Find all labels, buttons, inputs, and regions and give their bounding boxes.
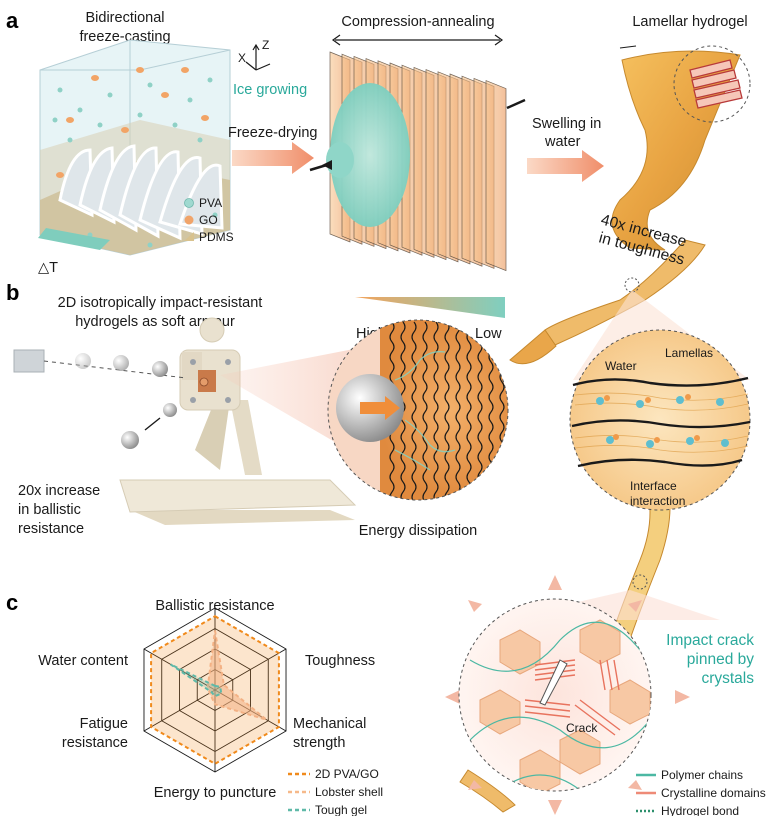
ballistic-line3: resistance bbox=[18, 521, 84, 537]
legend-bond-label: Hydrogel bond bbox=[661, 804, 739, 816]
ice-growing-label: Ice growing bbox=[233, 82, 307, 98]
radar-axis-label: Mechanical bbox=[293, 716, 366, 732]
energy-dissipation-zoom bbox=[220, 319, 509, 501]
axes-icon bbox=[245, 43, 271, 71]
interface-label-line1: Interface bbox=[630, 479, 677, 493]
high-low-gradient-bar bbox=[355, 297, 505, 318]
radar-axis-label-line2: resistance bbox=[62, 735, 128, 751]
impact-line1: Impact crack bbox=[666, 632, 754, 649]
armour-title-line1: 2D isotropically impact-resistant bbox=[58, 295, 263, 311]
lamellas-label: Lamellas bbox=[665, 346, 713, 360]
legend-toughgel-label: Tough gel bbox=[315, 803, 367, 816]
legend-polymer-label: Polymer chains bbox=[661, 768, 743, 782]
mannequin bbox=[119, 317, 357, 525]
swelling-label-line1: Swelling in bbox=[532, 116, 601, 132]
axis-z-label: Z bbox=[262, 38, 269, 52]
crack-label: Crack bbox=[566, 721, 598, 735]
water-label: Water bbox=[605, 359, 637, 373]
energy-dissipation-label: Energy dissipation bbox=[359, 523, 478, 539]
panel-label-b: b bbox=[6, 280, 19, 305]
arrow-down-icon bbox=[548, 800, 562, 815]
arrow-right-icon bbox=[675, 690, 690, 704]
radar-axis-label-line2: strength bbox=[293, 735, 345, 751]
freeze-casting-box bbox=[38, 39, 231, 256]
axis-x-label: X bbox=[238, 51, 246, 65]
radar-spoke bbox=[143, 689, 216, 732]
legend-lobster-label: Lobster shell bbox=[315, 785, 383, 799]
delta-t-label: △T bbox=[38, 260, 58, 276]
legend-go-marker bbox=[184, 215, 194, 225]
arrow-left-icon bbox=[445, 690, 460, 704]
legend-pdms-marker bbox=[184, 232, 194, 241]
step3-title: Lamellar hydrogel bbox=[632, 14, 747, 30]
panel-label-c: c bbox=[6, 590, 18, 615]
crack-zoom bbox=[445, 575, 720, 815]
legend-pdms-label: PDMS bbox=[199, 230, 234, 244]
freeze-drying-label: Freeze-drying bbox=[228, 125, 317, 141]
impact-line2: pinned by bbox=[687, 651, 754, 668]
armour-title-line2: hydrogels as soft armour bbox=[75, 314, 235, 330]
radar-legend: 2D PVA/GO Lobster shell Tough gel bbox=[288, 767, 383, 817]
legend-crystal-label: Crystalline domains bbox=[661, 786, 766, 800]
radar-axis-label: Ballistic resistance bbox=[155, 598, 274, 614]
step2-title: Compression-annealing bbox=[341, 14, 494, 30]
arrow-downright-icon bbox=[628, 780, 642, 790]
radar-spoke bbox=[214, 648, 287, 691]
arrow-up-icon bbox=[548, 575, 562, 590]
radar-axis-label: Water content bbox=[38, 653, 128, 669]
arrow-upleft-icon bbox=[468, 600, 482, 612]
swelling-label-line2: water bbox=[544, 134, 581, 150]
swelling-arrow bbox=[527, 150, 604, 182]
lamellas-zoom bbox=[569, 290, 751, 511]
radar-axis-label: Fatigue bbox=[80, 716, 128, 732]
arrow-upright-icon bbox=[628, 600, 642, 612]
ballistic-line2: in ballistic bbox=[18, 502, 81, 518]
freeze-drying-arrow bbox=[232, 142, 314, 174]
arrow-downleft-icon bbox=[468, 780, 482, 790]
crack-legend: Polymer chains Crystalline domains Hydro… bbox=[636, 768, 766, 818]
step1-title-line2: freeze-casting bbox=[79, 29, 170, 45]
legend-pva-label: PVA bbox=[199, 196, 222, 210]
low-label: Low bbox=[475, 326, 502, 342]
compression-stack bbox=[309, 34, 526, 272]
impact-line3: crystals bbox=[701, 670, 754, 687]
interface-label-line2: interaction bbox=[630, 494, 685, 508]
panel-label-a: a bbox=[6, 8, 19, 33]
radar-series-tough-gel bbox=[170, 663, 223, 698]
ballistic-line1: 20x increase bbox=[18, 483, 100, 499]
radar-series-lobster-shell bbox=[206, 630, 268, 721]
legend-pvago-label: 2D PVA/GO bbox=[315, 767, 379, 781]
legend-go-label: GO bbox=[199, 213, 218, 227]
legend-materials: PVA GO PDMS bbox=[184, 196, 234, 244]
step1-title-line1: Bidirectional bbox=[86, 10, 165, 26]
projectile-trail bbox=[13, 349, 187, 449]
radar-axis-label: Toughness bbox=[305, 653, 375, 669]
radar-axis-label: Energy to puncture bbox=[154, 785, 277, 801]
legend-pva-marker bbox=[184, 198, 194, 208]
